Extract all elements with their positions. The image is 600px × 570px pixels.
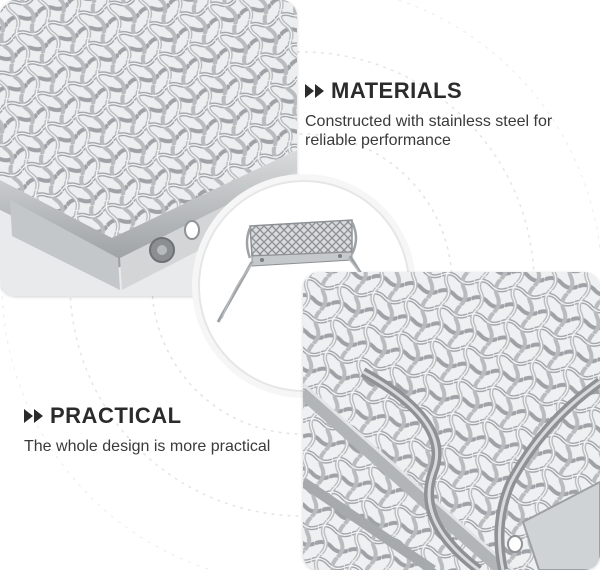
feature-practical-title: PRACTICAL bbox=[50, 403, 182, 428]
feature-materials: MATERIALS Constructed with stainless ste… bbox=[305, 78, 595, 150]
feature-materials-heading: MATERIALS bbox=[305, 78, 595, 104]
feature-practical-description: The whole design is more practical bbox=[24, 438, 271, 455]
feature-practical: PRACTICAL The whole design is more pract… bbox=[24, 403, 284, 456]
double-chevron-right-icon bbox=[305, 84, 327, 98]
handle-closeup-photo bbox=[303, 272, 600, 570]
feature-materials-description: Constructed with stainless steel for rel… bbox=[305, 113, 553, 149]
feature-practical-heading: PRACTICAL bbox=[24, 403, 284, 429]
mesh-closeup-photo bbox=[0, 0, 297, 296]
double-chevron-right-icon bbox=[24, 409, 46, 423]
feature-materials-title: MATERIALS bbox=[331, 78, 463, 103]
